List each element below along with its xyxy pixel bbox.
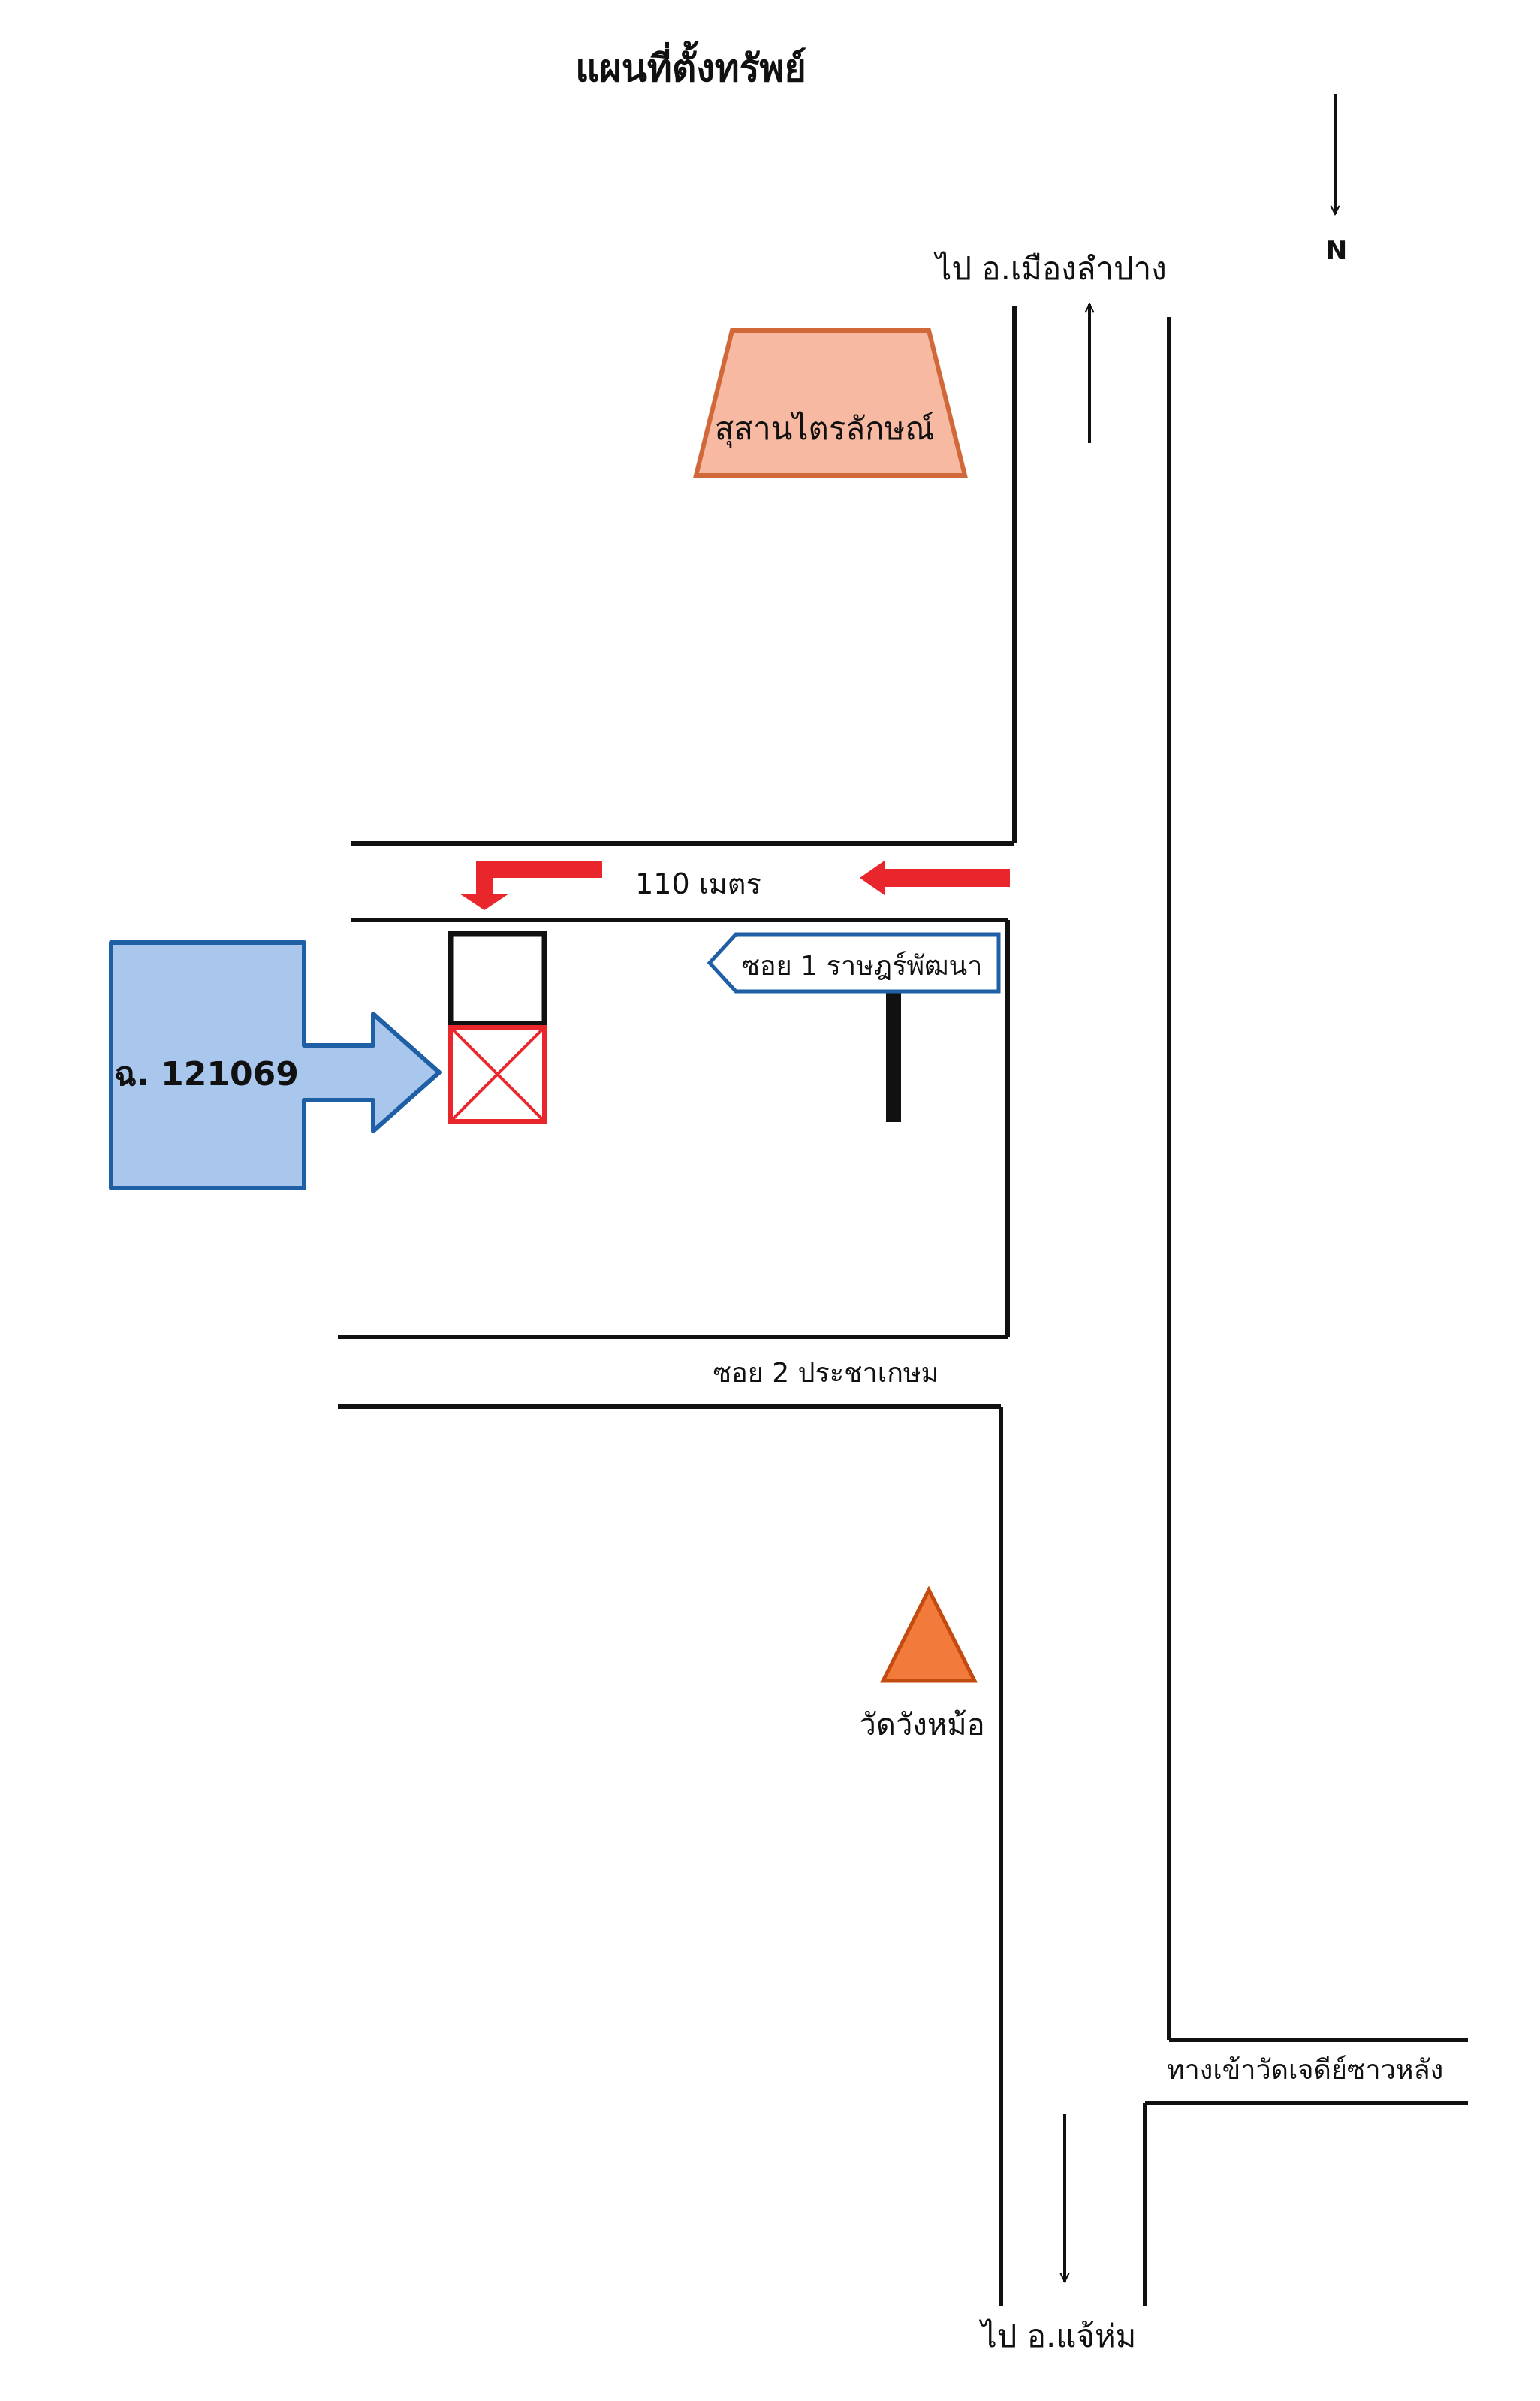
temple-road-label: ทางเข้าวัดเจดีย์ซาวหลัง bbox=[1167, 2055, 1443, 2086]
main-road bbox=[999, 306, 1468, 2306]
red-arrow-left bbox=[460, 861, 602, 910]
soi2-label: ซอย 2 ประชาเกษม bbox=[713, 1358, 939, 1389]
label-to-lampang: ไป อ.เมืองลำปาง bbox=[933, 250, 1167, 287]
north-arrow-icon: N bbox=[1326, 94, 1347, 266]
deed-number-label: ฉ. 121069 bbox=[114, 1055, 299, 1093]
distance-label: 110 เมตร bbox=[635, 867, 761, 900]
street-sign-icon: ซอย 1 ราษฎร์พัฒนา bbox=[707, 932, 1001, 1122]
plot-marker-icon bbox=[448, 1025, 547, 1124]
soi1-sign-label: ซอย 1 ราษฎร์พัฒนา bbox=[742, 951, 983, 982]
deed-callout: ฉ. 121069 bbox=[109, 940, 442, 1190]
temple-label: วัดวังหม้อ bbox=[859, 1708, 984, 1742]
red-arrow-right bbox=[860, 861, 1010, 895]
cemetery-landmark: สุสานไตรลักษณ์ bbox=[693, 328, 968, 478]
label-to-chaehom: ไป อ.แจ้ห่ม bbox=[979, 2318, 1137, 2354]
temple-triangle-icon bbox=[879, 1585, 978, 1683]
adjacent-house bbox=[448, 931, 547, 1027]
soi2-road bbox=[338, 1335, 1008, 1409]
map-title: แผนที่ตั้งทรัพย์ bbox=[575, 41, 806, 90]
north-label: N bbox=[1326, 236, 1347, 266]
soi1-road bbox=[351, 841, 1014, 922]
cemetery-label: สุสานไตรลักษณ์ bbox=[715, 410, 934, 448]
